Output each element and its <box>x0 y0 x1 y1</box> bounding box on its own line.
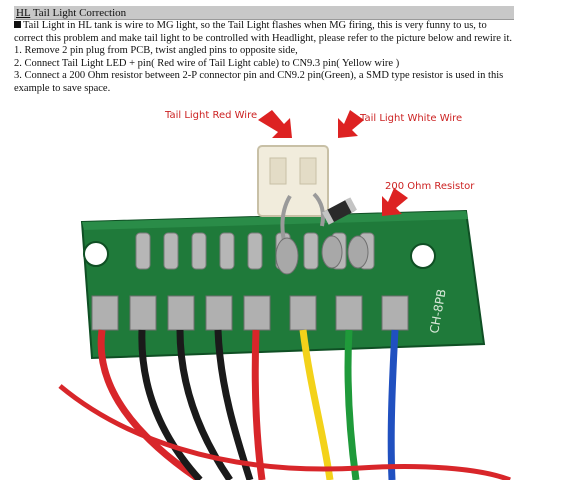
label-tail-light-white-wire: Tail Light White Wire <box>360 113 463 124</box>
two-pin-connector <box>257 145 329 217</box>
blue-wire <box>387 329 399 480</box>
header-prefix: HL <box>16 7 31 19</box>
yellow-wire <box>299 329 334 480</box>
section-header: HL Tail Light Correction <box>14 6 514 20</box>
smd-resistor <box>322 197 357 225</box>
pcb-photo: CH-8PB Tail Light Red Wire Tail Light <box>40 96 560 480</box>
green-wire <box>344 329 360 480</box>
mounting-hole-left <box>83 241 109 267</box>
instructions-text: Tail Light in HL tank is wire to MG ligh… <box>14 20 514 96</box>
pcb-edge-highlight <box>82 211 468 230</box>
arrow-red-wire-icon <box>258 110 292 138</box>
loose-red-wire <box>58 384 511 480</box>
arrow-resistor-icon <box>382 188 408 216</box>
black-wire-1 <box>138 329 203 480</box>
step-3: 3. Connect a 200 Ohm resistor between 2-… <box>14 70 504 94</box>
pcb-illustration: CH-8PB <box>58 110 511 480</box>
red-wire-left <box>97 329 202 480</box>
black-wire-2 <box>176 329 233 480</box>
bottom-pad-row <box>91 295 409 331</box>
step-1: 1. Remove 2 pin plug from PCB, twist ang… <box>14 45 298 57</box>
label-200-ohm-resistor: 200 Ohm Resistor <box>385 181 475 192</box>
intro-paragraph: Tail Light in HL tank is wire to MG ligh… <box>14 20 514 45</box>
label-tail-light-red-wire: Tail Light Red Wire <box>165 110 258 121</box>
arrow-white-wire-icon <box>338 110 364 138</box>
step-2: 2. Connect Tail Light LED + pin( Red wir… <box>14 57 400 69</box>
header-title: Tail Light Correction <box>30 7 127 19</box>
mounting-hole-right <box>410 243 436 269</box>
black-square-bullet-icon <box>14 21 21 28</box>
solder-joint <box>275 237 299 275</box>
intro-text: Tail Light in HL tank is wire to MG ligh… <box>14 20 512 44</box>
